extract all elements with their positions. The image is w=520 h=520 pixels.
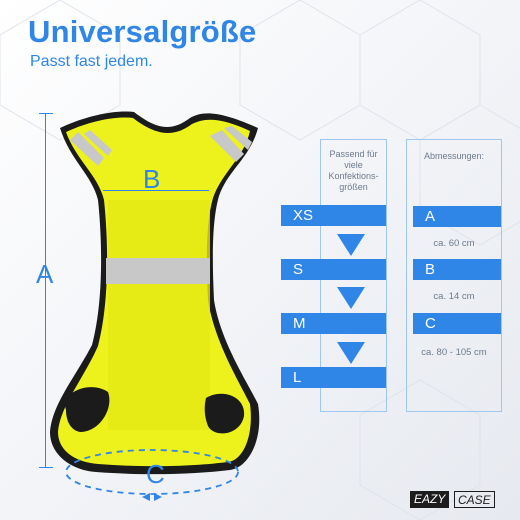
right-shoulder-stripe-2 xyxy=(224,126,252,150)
measure-a-badge: A xyxy=(413,206,501,227)
arrow-down-icon xyxy=(337,287,365,309)
dimension-b-line xyxy=(103,190,209,191)
measure-b-badge: B xyxy=(413,259,501,280)
vest-mesh-panel xyxy=(108,200,210,430)
logo-case-text: CASE xyxy=(454,491,495,508)
size-m: M xyxy=(281,313,386,334)
size-s: S xyxy=(281,259,386,280)
sizes-header-line: Passend für xyxy=(329,149,378,159)
brand-logo: EAZY CASE xyxy=(410,491,504,508)
sizes-header-line: Konfektions- xyxy=(328,171,379,181)
sizes-box-header: Passend für viele Konfektions- größen xyxy=(320,149,387,193)
measure-a-value: ca. 60 cm xyxy=(433,238,475,249)
logo-easy-text: EAZY xyxy=(410,491,450,508)
dimension-a-label: A xyxy=(36,259,54,289)
left-shoulder-stripe-2 xyxy=(84,130,112,156)
arrow-down-icon xyxy=(337,234,365,256)
arrow-down-icon xyxy=(337,342,365,364)
sizes-header-line: größen xyxy=(339,182,368,192)
left-shoulder-stripe xyxy=(70,132,104,166)
page-title: Universalgröße xyxy=(28,14,257,49)
dimension-c-label: C xyxy=(146,459,165,489)
page-subtitle: Passt fast jedem. xyxy=(30,53,153,70)
chest-reflective-band xyxy=(106,258,210,284)
sizes-header-line: viele xyxy=(344,160,363,170)
dimension-a-line xyxy=(45,113,47,468)
right-shoulder-stripe xyxy=(210,130,244,162)
size-l: L xyxy=(281,367,386,388)
dimension-a-bottom-tick xyxy=(39,467,53,468)
measure-b-value: ca. 14 cm xyxy=(433,291,475,302)
measure-c-badge: C xyxy=(413,313,501,334)
measurements-header: Abmessungen: xyxy=(423,151,485,161)
measure-c-value: ca. 80 - 105 cm xyxy=(421,347,487,358)
measurements-box xyxy=(406,139,502,412)
dimension-b-label: B xyxy=(143,164,161,194)
right-waist-loop xyxy=(204,393,245,434)
left-waist-loop xyxy=(65,387,110,432)
dimension-a-top-tick xyxy=(39,113,53,114)
size-xs: XS xyxy=(281,205,386,226)
